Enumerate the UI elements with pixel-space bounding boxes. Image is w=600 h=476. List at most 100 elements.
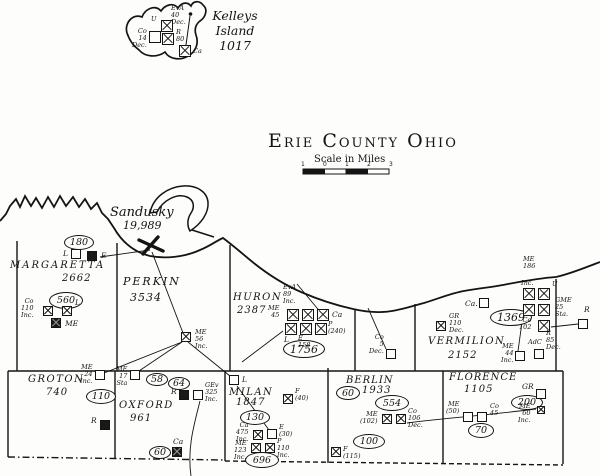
church-label: ME 60 Inc. [518,402,531,425]
church-symbol [161,20,173,32]
church-symbol [71,249,81,259]
church-symbol [300,323,312,335]
circled-value: 58 [146,373,168,386]
shoreline [0,194,600,313]
church-label: AdC [528,338,542,346]
church-symbol [538,304,550,316]
church-label: Co 102 [519,316,532,332]
church-symbol [382,414,392,424]
scale-tick: 1 [345,161,349,168]
church-label: ME 123 Inc. [234,439,247,462]
church-label: Co 110 Inc. [21,297,34,320]
circled-value: 100 [353,434,385,449]
scale-tick: 3 [389,161,393,168]
church-symbol [331,447,341,457]
kelleys-island-label: Kelleys Island 1017 [212,8,258,53]
church-symbol [477,412,487,422]
kelleys-flag-pole [185,15,191,46]
church-label-ca-kelleys: Ca [193,47,202,55]
township-label-florence: FLORENCE [449,372,518,383]
circled-value: 60 [336,386,360,400]
township-label-milan: MILAN [229,387,274,398]
circled-value: 180 [64,235,94,250]
church-symbol [302,309,314,321]
church-symbol [578,319,588,329]
township-label-huron: HURON [233,292,283,303]
church-label: Ca. [465,299,478,308]
scale-tick: 2 [367,161,371,168]
church-symbol [479,298,489,308]
church-label: ME (50) [446,400,460,416]
church-label: ME 56 Inc. [195,328,208,351]
church-symbol [463,412,473,422]
church-symbol [229,375,239,385]
church-label: ME 17 Sta [116,365,128,388]
church-label-eva-kelleys: EvA 40 Dec. [171,4,186,27]
kelleys-island-outline [125,0,207,60]
church-label: E [101,251,107,260]
church-symbol [100,420,110,430]
church-symbol [51,318,61,328]
church-label: R [91,416,97,425]
church-symbol [534,349,544,359]
church-label: L [63,249,68,258]
church-label: R [171,387,177,396]
church-label: ME (102) [360,410,378,426]
church-label: GME 25 Sta. [555,296,572,319]
church-label: GR 110 Dec. [449,312,464,335]
church-label: E 158 [298,334,311,350]
church-symbol [538,320,550,332]
township-pop-florence: 1105 [464,384,494,395]
township-label-perkin: PERKIN [123,275,181,288]
township-pop-huron: 2387 [237,305,267,316]
church-symbol [538,288,550,300]
circled-value: 200 [511,395,543,410]
township-label-berlin: BERLIN [346,375,394,386]
church-symbol [537,406,545,414]
church-symbol [267,429,277,439]
church-symbol [149,31,161,43]
church-symbol [253,430,263,440]
church-symbol [193,390,203,400]
church-label: ME [65,319,79,328]
township-pop-oxford: 961 [130,413,153,424]
circled-value: 554 [375,395,409,411]
church-label: L [284,335,289,344]
church-label: Co 106 Dec. [408,407,423,430]
church-symbol [523,304,535,316]
church-label: F (115) [343,445,361,461]
circled-value: 1756 [283,340,325,358]
church-symbol [43,306,53,316]
city-population-sandusky: 19,989 [123,219,162,232]
church-label: R 85 Dec. [546,329,561,352]
circled-value: 60 [149,446,171,459]
church-label: EvA 89 Inc. [283,283,297,306]
cedar-point-peninsula [149,185,215,238]
church-symbol [315,323,327,335]
church-symbol [536,389,546,399]
church-label: P 110 Inc. [277,437,290,460]
church-label: ME 186 [523,255,536,271]
church-label: Inc. [521,279,534,287]
township-pop-vermilion: 2152 [448,350,478,361]
church-label: GR [522,382,534,391]
township-label-vermilion: VERMILION [428,336,506,347]
church-symbol [515,351,525,361]
church-symbol [179,45,191,57]
church-label: Ca [332,310,343,319]
church-label: R [584,305,590,314]
circled-value: 1369 [490,309,532,326]
church-symbol [87,251,97,261]
scale-label: Scale in Miles [314,154,386,165]
township-pop-margaretta: 2662 [62,273,92,284]
township-label-oxford: OXFORD [119,400,174,411]
scale-tick: 1 [301,161,305,168]
circled-value: 64 [168,377,190,390]
church-symbol [285,323,297,335]
church-label: Ca 475 Inc. [236,421,249,444]
church-symbol [162,33,174,45]
church-symbol [265,443,275,453]
circled-value: 70 [468,423,494,438]
church-label: E (30) [279,423,293,439]
church-symbol [62,306,72,316]
